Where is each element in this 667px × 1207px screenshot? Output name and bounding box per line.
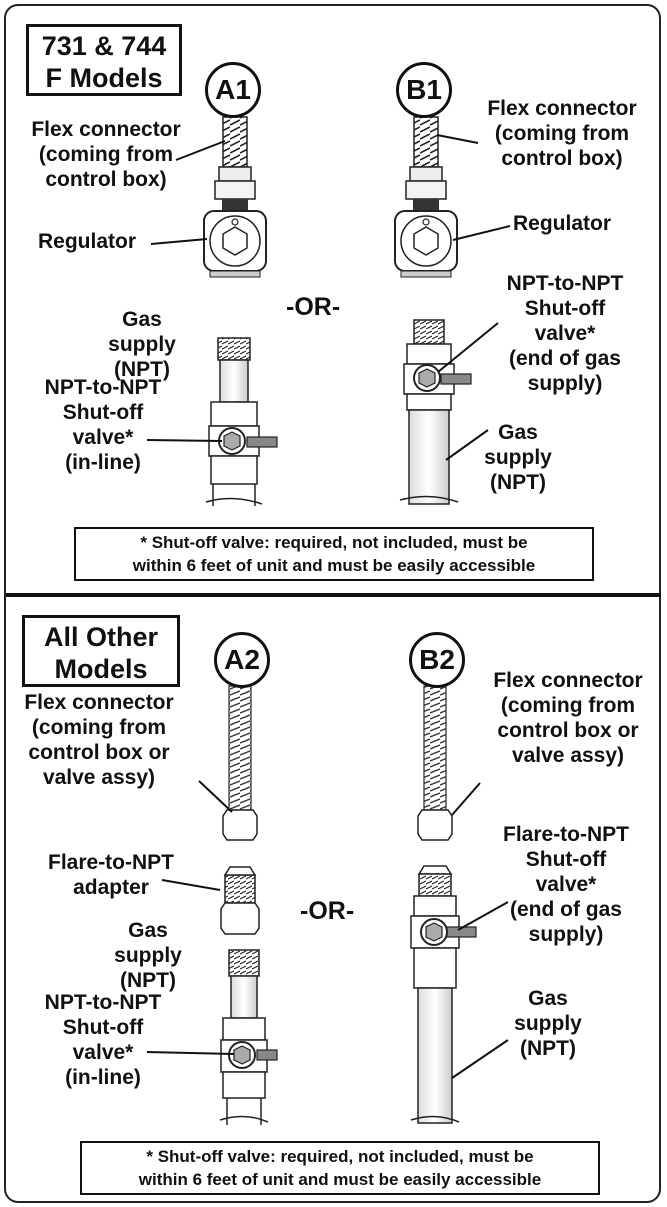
b2-flex-connector [417,685,453,841]
a2-gas-line3: (NPT) [120,969,176,992]
b1-valve-line3: valve* [534,322,596,345]
circle-b2: B2 [409,632,465,688]
top-title-line2: F Models [45,63,163,93]
b2-flex-line1: Flex connector [493,669,643,692]
a2-gas-line2: supply [114,944,182,967]
a2-flex-line4: valve assy) [42,766,156,789]
bottom-leader-lines [146,780,509,1079]
a2-valve-line3: valve* [72,1041,134,1064]
top-shutoff-note: * Shut-off valve: required, not included… [74,527,594,581]
b1-regulator-label: Regulator [513,212,612,235]
a1-valve-line1: NPT-to-NPT [44,376,162,399]
b1-flex-line1: Flex connector [487,97,637,120]
b1-valve-line2: Shut-off [524,297,606,320]
circle-b1: B1 [396,62,452,118]
a2-flex-line2: (coming from [31,716,167,739]
b1-gas-line1: Gas [498,421,538,444]
b1-valve-and-gas-pipe [399,319,472,505]
b1-gas-supply-label: Gas supply (NPT) [468,420,568,495]
a2-adapter-label: Flare-to-NPT adapter [36,850,186,900]
b2-flex-connector-label: Flex connector (coming from control box … [478,668,658,768]
a1-gas-supply-label: Gas supply (NPT) [92,307,192,382]
top-note-line1: * Shut-off valve: required, not included… [140,533,528,552]
b2-gas-line2: supply [514,1012,582,1035]
circle-a2: A2 [214,632,270,688]
b1-gas-line2: supply [484,446,552,469]
a1-regulator [203,210,267,278]
a1-valve-line2: Shut-off [62,401,144,424]
diagram-frame [4,4,661,1203]
a1-regulator-label: Regulator [38,230,137,253]
a2-flare-adapter [220,866,260,935]
b1-flex-line2: (coming from [494,122,630,145]
a1-gas-line1: Gas [122,308,162,331]
bottom-note-line2: within 6 feet of unit and must be easily… [138,1170,542,1189]
a2-gas-pipe-and-valve [219,949,278,1125]
b2-flex-line2: (coming from [500,694,636,717]
a2-valve-line1: NPT-to-NPT [44,991,162,1014]
a1-flex-connector [214,116,256,211]
bottom-title-line2: Models [54,654,148,684]
b1-flex-connector-label: Flex connector (coming from control box) [472,96,652,171]
bottom-shutoff-note: * Shut-off valve: required, not included… [80,1141,600,1195]
a1-valve-line4: (in-line) [65,451,141,474]
b2-valve-line1: Flare-to-NPT [503,823,629,846]
a1-valve-label: NPT-to-NPT Shut-off valve* (in-line) [28,375,178,475]
top-note-line2: within 6 feet of unit and must be easily… [132,556,536,575]
top-or-label: -OR- [286,293,341,321]
a1-flex-line3: control box) [45,168,167,191]
b2-flex-line4: valve assy) [511,744,625,767]
section-divider [6,593,661,597]
a2-flex-connector [222,685,258,841]
bottom-section-title: All Other Models [22,615,180,687]
a1-gas-line3: (NPT) [114,358,170,381]
a1-valve-line3: valve* [72,426,134,449]
bottom-title-line1: All Other [43,622,158,652]
a2-flex-line1: Flex connector [24,691,174,714]
top-leader-lines [146,134,511,461]
b2-valve-line2: Shut-off [525,848,607,871]
b2-valve-and-gas-pipe [410,865,477,1124]
b1-valve-line5: supply) [527,372,603,395]
a1-flex-connector-label: Flex connector (coming from control box) [6,117,206,192]
a2-gas-line1: Gas [128,919,168,942]
top-title-line1: 731 & 744 [41,31,167,61]
b2-gas-supply-label: Gas supply (NPT) [498,986,598,1061]
a1-flex-line2: (coming from [38,143,174,166]
b2-valve-line4: (end of gas [509,898,622,921]
a2-flex-connector-label: Flex connector (coming from control box … [6,690,192,790]
a1-flex-line1: Flex connector [31,118,181,141]
b1-valve-line4: (end of gas [508,347,621,370]
b2-gas-line3: (NPT) [520,1037,576,1060]
a1-gas-line2: supply [108,333,176,356]
b1-valve-label: NPT-to-NPT Shut-off valve* (end of gas s… [480,271,650,396]
b1-regulator [394,210,458,278]
top-section-title: 731 & 744 F Models [26,24,182,96]
circle-a1: A1 [205,62,261,118]
b1-flex-line3: control box) [501,147,623,170]
a2-adapter-line1: Flare-to-NPT [48,851,174,874]
b2-valve-label: Flare-to-NPT Shut-off valve* (end of gas… [486,822,646,947]
b1-flex-connector [405,116,447,211]
b1-gas-line3: (NPT) [490,471,546,494]
b2-gas-line1: Gas [528,987,568,1010]
b1-valve-line1: NPT-to-NPT [506,272,624,295]
a2-valve-line2: Shut-off [62,1016,144,1039]
b2-flex-line3: control box or [497,719,639,742]
bottom-or-label: -OR- [300,897,355,925]
a2-flex-line3: control box or [28,741,170,764]
a2-adapter-line2: adapter [73,876,149,899]
a2-gas-supply-label: Gas supply (NPT) [98,918,198,993]
a2-valve-label: NPT-to-NPT Shut-off valve* (in-line) [28,990,178,1090]
a2-valve-line4: (in-line) [65,1066,141,1089]
a1-gas-pipe-and-valve [205,337,278,506]
bottom-note-line1: * Shut-off valve: required, not included… [146,1147,534,1166]
b2-valve-line5: supply) [528,923,604,946]
b2-valve-line3: valve* [535,873,597,896]
